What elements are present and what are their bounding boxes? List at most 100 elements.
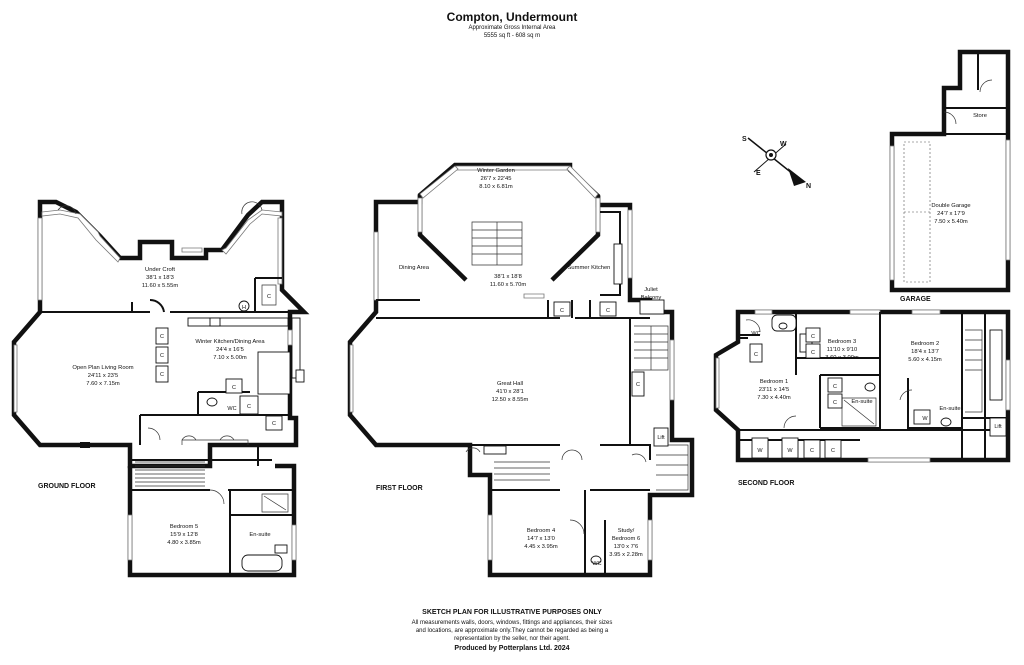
room-size-metric: 3.60 x 3.00m: [825, 355, 859, 361]
plan-area: 5555 sq ft - 608 sq m: [483, 33, 541, 39]
room-size-metric: 7.30 x 4.40m: [757, 395, 791, 401]
cupboard-label: C: [811, 350, 815, 356]
fixture-labels: C C C C C C C C WC H C C C Lift WC WC C …: [160, 294, 1002, 567]
compass-south-label: S: [742, 136, 747, 143]
wc-label: WC: [227, 406, 236, 412]
room-name-line2: Bedroom 6: [612, 536, 640, 542]
compass-north-label: N: [806, 183, 811, 190]
room-name: Winter Garden: [477, 168, 515, 174]
room-summer-kitchen: Summer Kitchen: [568, 265, 611, 271]
room-size-metric: 5.60 x 4.15m: [908, 357, 942, 363]
ground-floor-label: GROUND FLOOR: [38, 483, 96, 490]
room-size-imperial: 38'1 x 18'3: [146, 275, 174, 281]
room-under-croft: Under Croft 38'1 x 18'3 11.60 x 5.55m: [142, 267, 178, 289]
room-double-garage: Double Garage 24'7 x 17'9 7.50 x 5.40m: [931, 203, 970, 225]
room-open-plan-living: Open Plan Living Room 24'11 x 23'5 7.60 …: [72, 365, 133, 387]
room-name: Bedroom 4: [527, 528, 556, 534]
room-name: Great Hall: [497, 381, 523, 387]
room-name-line2: Balcony: [641, 295, 662, 301]
room-ensuite-ground: En-suite: [249, 532, 270, 538]
cupboard-label: C: [560, 308, 564, 314]
room-size-imperial: 14'7 x 13'0: [527, 536, 555, 542]
wc-label: WC: [592, 561, 601, 567]
cupboard-label: C: [636, 382, 640, 388]
room-name: Winter Kitchen/Dining Area: [195, 339, 265, 345]
plan-title: Compton, Undermount: [446, 10, 578, 24]
room-central-area: 38'1 x 18'8 11.60 x 5.70m: [490, 274, 526, 288]
ground-floor-plan: [11, 199, 310, 578]
room-size-imperial: 26'7 x 22'45: [481, 176, 512, 182]
room-size-imperial: 38'1 x 18'8: [494, 274, 522, 280]
room-great-hall: Great Hall 41'0 x 28'1 12.50 x 8.55m: [492, 381, 529, 403]
disclaimer-line-1: All measurements walls, doors, windows, …: [411, 620, 613, 626]
room-name: Bedroom 1: [760, 379, 788, 385]
room-bedroom-3: Bedroom 3 11'10 x 9'10 3.60 x 3.00m: [825, 339, 859, 361]
room-size-metric: 8.10 x 6.81m: [479, 184, 513, 190]
room-size-imperial: 18'4 x 13'7: [911, 349, 939, 355]
room-size-imperial: 13'0 x 7'6: [614, 544, 638, 550]
garage-floor-label: GARAGE: [900, 296, 931, 303]
room-size-imperial: 15'9 x 12'8: [170, 532, 198, 538]
compass-west-label: W: [780, 141, 787, 148]
wardrobe-label: W: [787, 448, 793, 454]
cupboard-label: C: [606, 308, 610, 314]
room-size-metric: 7.60 x 7.15m: [86, 381, 120, 387]
cupboard-label: C: [831, 448, 835, 454]
room-name: Bedroom 3: [828, 339, 856, 345]
footer-disclaimer: All measurements walls, doors, windows, …: [0, 619, 1024, 643]
lift-label: Lift: [994, 424, 1002, 430]
room-size-metric: 3.95 x 2.28m: [609, 552, 643, 558]
room-size-metric: 7.10 x 5.00m: [213, 355, 247, 361]
room-size-metric: 7.50 x 5.40m: [934, 219, 968, 225]
room-name: Double Garage: [931, 203, 970, 209]
room-name: Bedroom 5: [170, 524, 198, 530]
room-size-metric: 11.60 x 5.55m: [142, 283, 178, 289]
room-size-metric: 11.60 x 5.70m: [490, 282, 526, 288]
room-size-metric: 4.45 x 3.95m: [524, 544, 558, 550]
compass-east-label: E: [756, 170, 761, 177]
room-store: Store: [973, 113, 987, 119]
room-size-imperial: 11'10 x 9'10: [827, 347, 857, 353]
first-floor-label: FIRST FLOOR: [376, 485, 423, 492]
wc-label: WC: [751, 331, 760, 337]
room-dining-area: Dining Area: [399, 265, 430, 271]
wardrobe-label: W: [922, 416, 928, 422]
cupboard-label: C: [232, 385, 236, 391]
room-name: Bedroom 2: [911, 341, 939, 347]
footer-heading: SKETCH PLAN FOR ILLUSTRATIVE PURPOSES ON…: [422, 609, 602, 616]
cupboard-label: C: [247, 404, 251, 410]
wardrobe-label: W: [757, 448, 763, 454]
room-bedroom-4: Bedroom 4 14'7 x 13'0 4.45 x 3.95m: [524, 528, 558, 550]
cupboard-label: C: [754, 352, 758, 358]
room-name: Under Croft: [145, 267, 175, 273]
compass-rose: S W E N: [742, 136, 811, 190]
room-size-metric: 4.80 x 3.85m: [167, 540, 201, 546]
cupboard-label: C: [272, 421, 276, 427]
room-winter-kitchen: Winter Kitchen/Dining Area 24'4 x 16'5 7…: [195, 339, 265, 361]
room-size-imperial: 24'7 x 17'9: [937, 211, 965, 217]
footer-credit: Produced by Potterplans Ltd. 2024: [454, 645, 570, 652]
cupboard-label: C: [208, 448, 212, 454]
room-ensuite-bed3: En-suite: [851, 399, 872, 405]
cupboard-label: C: [160, 372, 164, 378]
cupboard-label: C: [160, 334, 164, 340]
room-name-line1: Study/: [618, 528, 635, 534]
garage-plan: [889, 49, 1011, 293]
disclaimer-line-2: and locations, are approximate only.They…: [415, 628, 609, 634]
cupboard-label: C: [811, 334, 815, 340]
room-name-line1: Juliet: [644, 287, 658, 293]
cupboard-label: C: [160, 353, 164, 359]
cupboard-label: C: [833, 384, 837, 390]
room-bedroom-5: Bedroom 5 15'9 x 12'8 4.80 x 3.85m: [167, 524, 201, 546]
heater-label: H: [242, 305, 246, 311]
room-size-imperial: 41'0 x 28'1: [496, 389, 524, 395]
cupboard-label: C: [267, 294, 271, 300]
room-juliet-balcony: Juliet Balcony: [641, 287, 662, 301]
cupboard-label: C: [833, 400, 837, 406]
second-floor-plan: [713, 309, 1011, 463]
room-bedroom-1: Bedroom 1 23'11 x 14'5 7.30 x 4.40m: [757, 379, 791, 401]
room-size-metric: 12.50 x 8.55m: [492, 397, 529, 403]
first-floor-plan: [347, 162, 695, 578]
room-bedroom-2: Bedroom 2 18'4 x 13'7 5.60 x 4.15m: [908, 341, 942, 363]
